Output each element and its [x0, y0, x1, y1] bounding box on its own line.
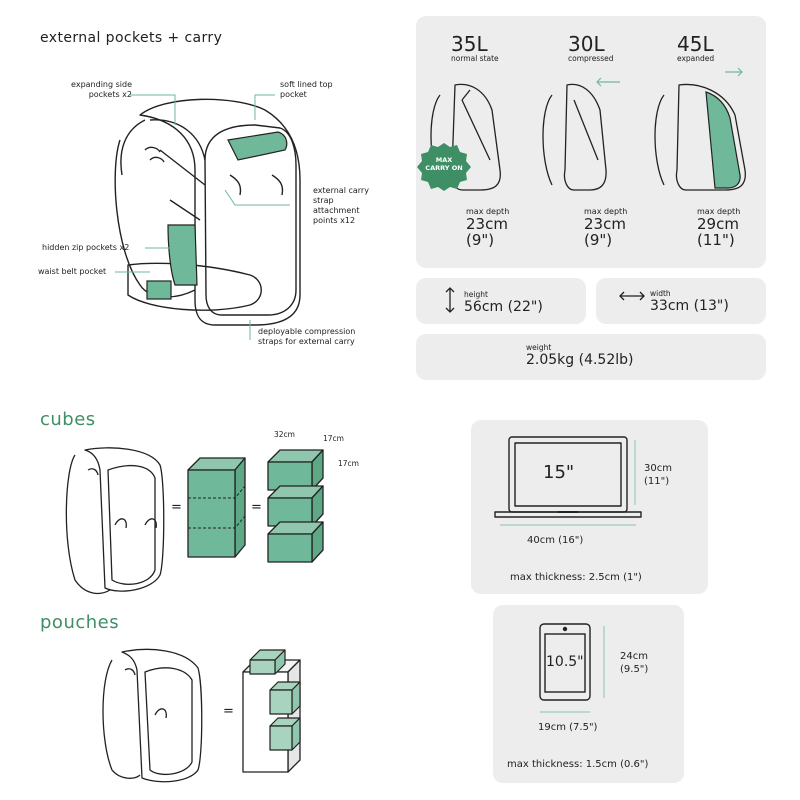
tablet-width: 19cm (7.5") — [538, 722, 598, 733]
state-compressed: compressed — [568, 54, 614, 63]
laptop-panel — [471, 420, 708, 594]
depth-cm: 23cm — [466, 215, 508, 233]
width-panel — [596, 278, 766, 324]
width-label: width — [650, 289, 671, 298]
height-panel — [416, 278, 586, 324]
state-expanded: expanded — [677, 54, 715, 63]
laptop-height-in: (11") — [644, 476, 670, 487]
depth-in: (9") — [466, 231, 495, 249]
depth-in: (11") — [697, 231, 735, 249]
label-attachment-points: external carry strap attachment points x… — [313, 186, 369, 225]
label-top-pocket: soft lined top pocket — [280, 80, 333, 99]
depth-label: max depth — [584, 207, 628, 216]
depth-label: max depth — [697, 207, 741, 216]
tablet-height: 24cm (9.5") — [620, 650, 648, 676]
volume-normal: 35L — [451, 32, 488, 56]
max-carry-on-badge-shape — [417, 143, 471, 191]
height-arrow-icon — [445, 287, 455, 313]
label-waist-belt: waist belt pocket — [38, 267, 107, 276]
cube-dim-height: 17cm — [338, 459, 359, 468]
state-normal: normal state — [451, 54, 499, 63]
depth-block-normal: max depth 23cm (9") — [466, 207, 509, 248]
weight-panel — [416, 334, 766, 380]
depth-cm: 29cm — [697, 215, 739, 233]
cube-dim-width: 17cm — [323, 434, 344, 443]
tablet-thickness: max thickness: 1.5cm (0.6") — [507, 759, 649, 770]
label-hidden-zip: hidden zip pockets x2 — [42, 243, 130, 252]
cubes-equals-1: = — [171, 500, 182, 515]
label-compression-straps: deployable compression straps for extern… — [258, 327, 356, 346]
pouches-title: pouches — [40, 612, 120, 633]
laptop-thickness: max thickness: 2.5cm (1") — [510, 572, 642, 583]
laptop-height-cm: 30cm — [644, 463, 672, 474]
depth-label: max depth — [466, 207, 510, 216]
weight-value: 2.05kg (4.52lb) — [526, 352, 634, 368]
depth-in: (9") — [584, 231, 613, 249]
cube-dim-length: 32cm — [274, 430, 295, 439]
cubes-title: cubes — [40, 409, 96, 430]
max-carry-on-badge: MAX CARRY ON — [425, 156, 463, 172]
depth-block-expanded: max depth 29cm (11") — [697, 207, 740, 248]
width-value: 33cm (13") — [650, 298, 729, 314]
tablet-screen-size: 10.5" — [546, 654, 584, 670]
laptop-screen-size: 15" — [543, 462, 575, 483]
laptop-height: 30cm (11") — [644, 462, 672, 488]
height-value: 56cm (22") — [464, 299, 543, 315]
tablet-panel — [493, 605, 684, 783]
volume-expanded: 45L — [677, 32, 714, 56]
depth-cm: 23cm — [584, 215, 626, 233]
weight-label: weight — [526, 343, 552, 352]
cubes-equals-2: = — [251, 500, 262, 515]
external-section-title: external pockets + carry — [40, 30, 223, 46]
laptop-width: 40cm (16") — [527, 535, 584, 546]
label-side-pockets: expanding side pockets x2 — [71, 80, 132, 99]
tablet-height-in: (9.5") — [620, 664, 649, 675]
depth-block-compressed: max depth 23cm (9") — [584, 207, 627, 248]
width-arrow-icon — [619, 291, 645, 301]
pouches-equals: = — [223, 704, 234, 719]
volume-compressed: 30L — [568, 32, 605, 56]
height-label: height — [464, 290, 488, 299]
tablet-height-cm: 24cm — [620, 651, 648, 662]
